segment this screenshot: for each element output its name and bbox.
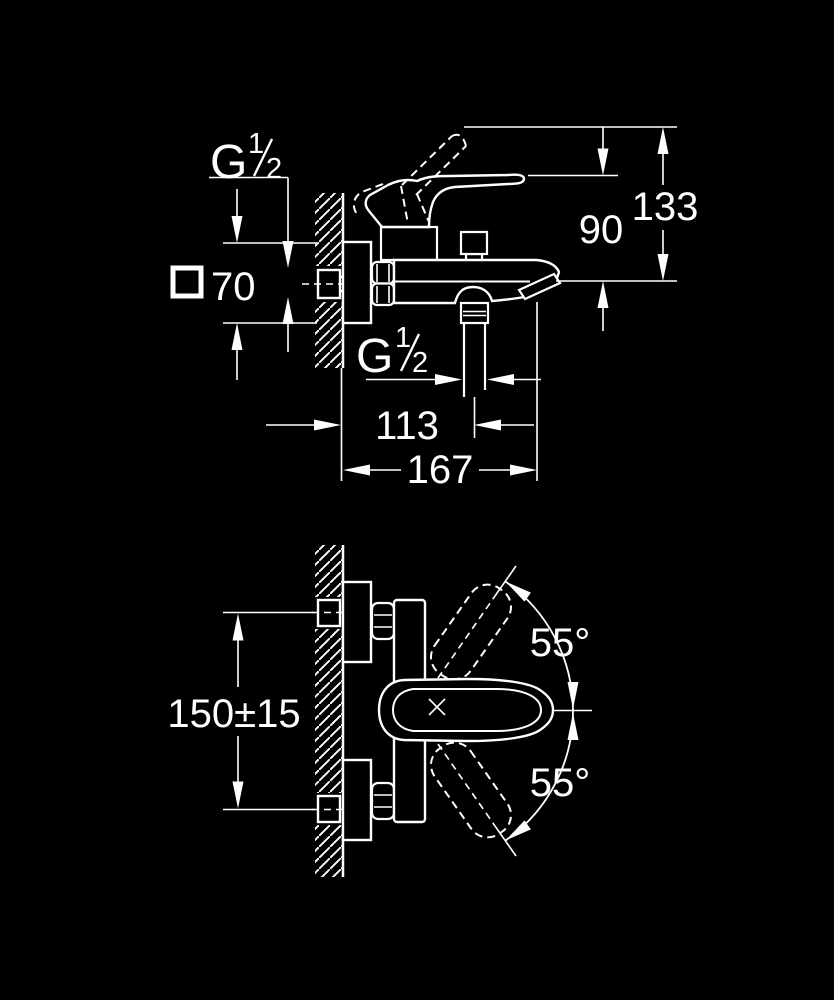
lever-rotated-up-dashed	[430, 583, 512, 681]
height-90-label: 90	[579, 208, 624, 252]
arrowhead	[474, 419, 501, 431]
dim-150: 150±15	[167, 613, 301, 809]
lever-rotated-down-dashed	[430, 741, 512, 839]
fraction-slash	[399, 333, 421, 372]
fraction-slash	[252, 138, 274, 177]
arrowhead	[510, 464, 537, 476]
arrowhead	[232, 613, 244, 641]
g12-hose-g: G	[356, 330, 393, 383]
arrowhead	[657, 127, 669, 154]
raised-lever-edge	[415, 145, 467, 196]
arrowhead	[232, 781, 244, 809]
hidden-edge	[416, 193, 430, 223]
plan-view: 150±15 55° 55°	[167, 545, 592, 877]
rotated-paddle	[430, 741, 512, 839]
arrowhead	[343, 464, 370, 476]
arrowhead	[282, 241, 294, 268]
rotated-paddle	[430, 583, 512, 681]
arrowhead	[282, 297, 294, 324]
dim-167: 167	[343, 302, 538, 492]
swing-arc	[505, 580, 574, 842]
dim-square-70: 70	[170, 189, 317, 380]
nut-body	[370, 781, 396, 821]
spout-aerator	[517, 272, 562, 301]
raised-heel-outline	[352, 183, 384, 215]
dim-g12-wall: G 1 2	[209, 128, 294, 352]
g12-hose-num: 1	[395, 322, 411, 354]
angle-down-label: 55°	[530, 761, 591, 805]
swing-radial-down-ext	[494, 825, 517, 857]
arrowhead	[505, 820, 531, 841]
lever-raised-dashed	[352, 133, 467, 225]
elevation-view: G 1 2 70 90	[170, 126, 699, 492]
nut-top	[370, 260, 396, 285]
arrowhead	[567, 682, 579, 709]
escutcheon	[341, 240, 373, 325]
swing-radial-up	[437, 595, 496, 679]
hose-nut	[459, 301, 490, 325]
height-133-label: 133	[632, 185, 699, 229]
angle-up-label: 55°	[530, 621, 591, 665]
dim-113: 113	[266, 404, 534, 448]
arrowhead	[231, 323, 243, 350]
lever-paddle	[377, 677, 555, 743]
g12-wall-g: G	[210, 136, 247, 189]
arrowhead	[657, 254, 669, 281]
hidden-edge	[400, 185, 409, 225]
connection-nut-bottom	[370, 781, 396, 821]
arrowhead	[597, 281, 609, 308]
dim-g12-hose: G 1 2	[356, 322, 541, 385]
arrowhead	[597, 148, 609, 176]
lever-handle	[364, 173, 526, 229]
arrowhead	[231, 216, 243, 243]
dim-133: 133	[632, 127, 699, 281]
arrowhead	[314, 419, 341, 431]
raised-lever-edge	[401, 135, 453, 186]
cartridge-housing	[379, 225, 439, 262]
arrowhead	[567, 713, 579, 740]
depth-113-label: 113	[375, 404, 439, 448]
nut-bottom	[370, 282, 396, 307]
diverter-knob	[459, 230, 489, 256]
wall-hatch	[315, 545, 343, 877]
dim-90: 90	[579, 127, 624, 331]
g12-wall-den: 2	[266, 153, 282, 185]
nut-body	[370, 601, 396, 641]
square-70-label: 70	[211, 265, 256, 309]
g12-hose-den: 2	[412, 347, 428, 379]
mount-distance-label: 150±15	[167, 692, 300, 736]
g12-wall-num: 1	[248, 128, 264, 160]
pivot-cross	[428, 698, 446, 716]
swing-radial-up-ext	[494, 565, 517, 597]
escutcheon-top	[341, 580, 373, 664]
depth-167-label: 167	[407, 448, 474, 492]
raised-lever-tip	[451, 133, 467, 147]
lever-paddle-inner	[391, 688, 543, 732]
arrowhead	[435, 374, 462, 385]
connection-nuts	[370, 260, 396, 307]
swing-radial-down	[437, 743, 496, 827]
connection-nut-top	[370, 601, 396, 641]
escutcheon-bottom	[341, 758, 373, 842]
arrowhead	[487, 374, 514, 385]
square-symbol	[170, 265, 204, 299]
arrowhead	[505, 581, 531, 602]
shower-hose	[459, 301, 490, 438]
